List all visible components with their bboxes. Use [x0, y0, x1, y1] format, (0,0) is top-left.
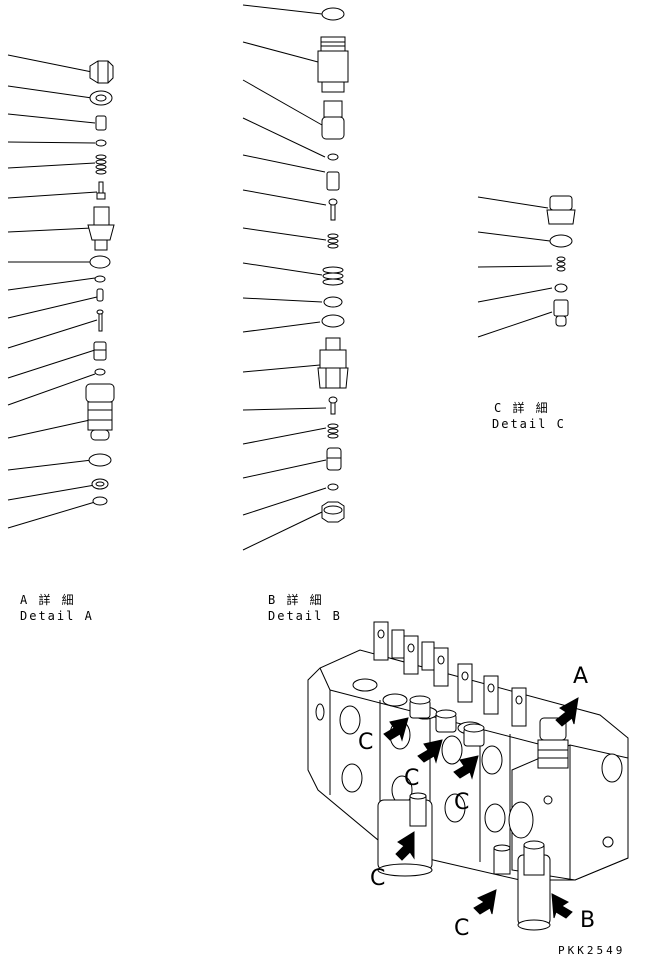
callout-c-label: C — [404, 766, 420, 791]
detail-c-caption-en: Detail C — [492, 417, 566, 431]
arrow-c-icon — [395, 831, 415, 861]
arrow-c-icon — [453, 755, 479, 780]
arrow-c-icon — [417, 739, 443, 764]
callout-arrows — [383, 697, 579, 919]
detail-c-caption-jp: C 詳 細 — [494, 401, 550, 415]
detail-c-parts — [477, 195, 576, 338]
detail-b-caption-en: Detail B — [268, 609, 342, 623]
callout-c-label: C — [454, 916, 470, 941]
drawing-code: PKK2549 — [558, 944, 626, 957]
callout-c-label: C — [358, 730, 374, 755]
arrow-c-icon — [383, 717, 409, 742]
arrow-c-icon — [473, 889, 497, 915]
detail-a-caption-en: Detail A — [20, 609, 94, 623]
callout-b-label: B — [580, 908, 596, 933]
callout-c-label: C — [370, 866, 386, 891]
callout-a-label: A — [573, 664, 589, 689]
callout-c-label: C — [454, 790, 470, 815]
detail-b-parts — [242, 4, 349, 551]
detail-a-caption-jp: A 詳 細 — [20, 593, 76, 607]
detail-a-parts — [7, 54, 115, 529]
arrow-b-icon — [551, 893, 573, 919]
arrow-a-icon — [555, 697, 579, 727]
detail-b-caption-jp: B 詳 細 — [268, 593, 324, 607]
